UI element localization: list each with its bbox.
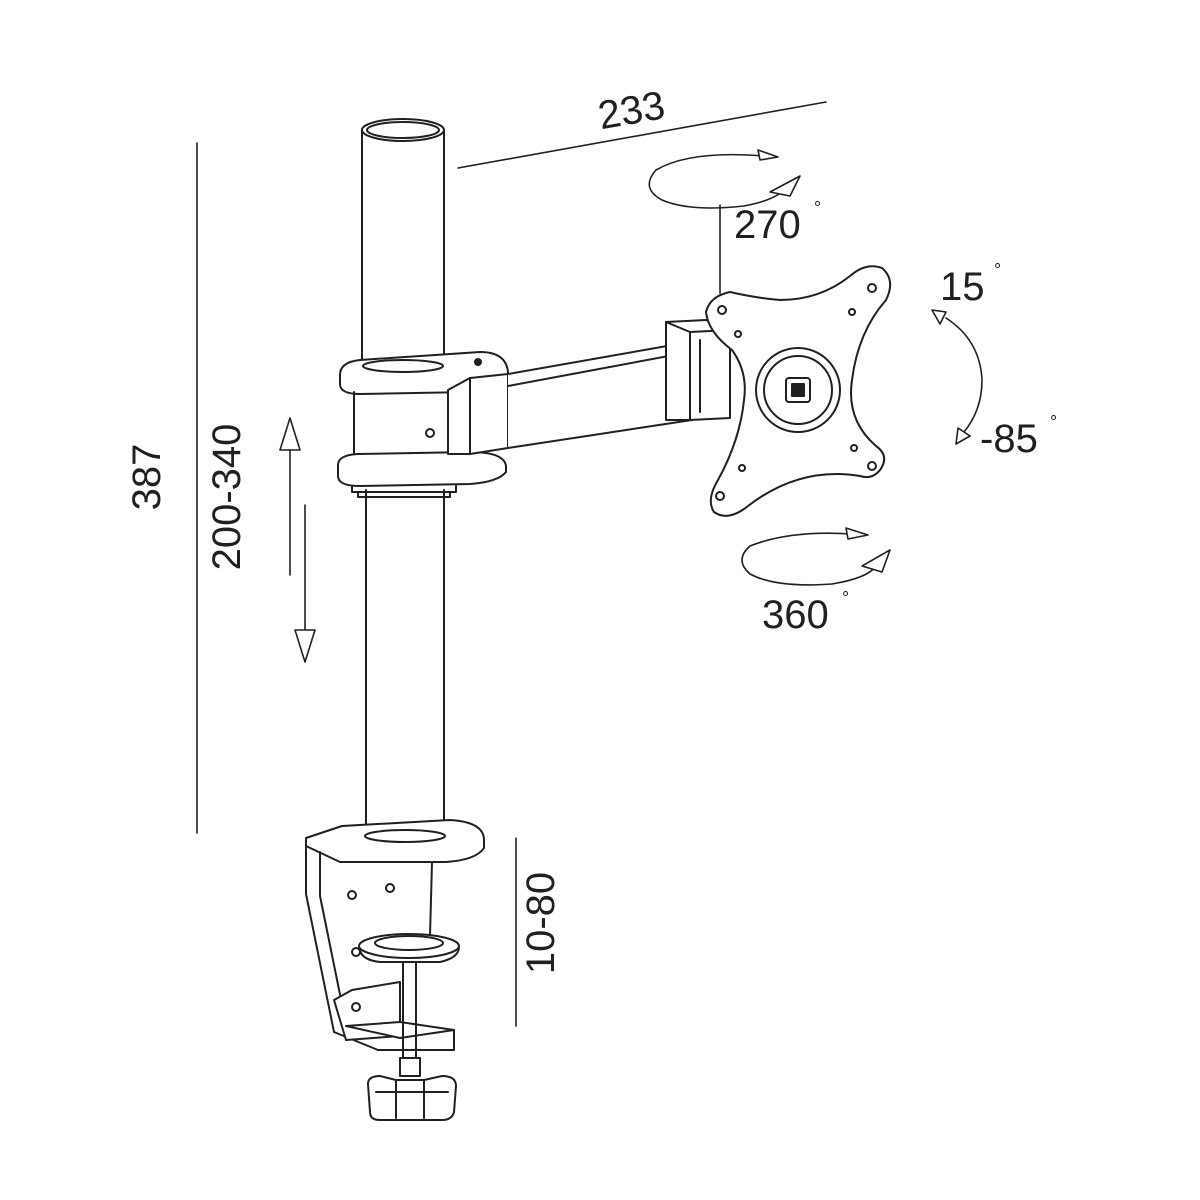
clamp-range-label: 10-80 (519, 872, 563, 974)
height-adjust-arrow (279, 417, 316, 663)
rotate-label: 360 (762, 593, 829, 637)
tilt-arrow (931, 309, 983, 445)
tilt-down-label: -85 (980, 417, 1038, 461)
tilt-down-degree: ° (1050, 412, 1057, 432)
vesa-hub (755, 347, 841, 433)
swivel-label: 270 (734, 203, 801, 247)
tilt-up-label: 15 (940, 265, 985, 309)
swivel-arrow (648, 149, 801, 209)
reach-label: 233 (595, 83, 668, 138)
vesa-plate (705, 265, 892, 517)
rotate-degree: ° (842, 588, 849, 608)
total-height-label: 387 (125, 444, 169, 511)
dimension-lines (196, 101, 827, 1027)
clamp-pad (358, 933, 460, 959)
clamp-knob (367, 1075, 457, 1121)
tilt-up-degree: ° (994, 260, 1001, 280)
vesa-holes (715, 283, 877, 501)
swivel-degree: ° (814, 198, 821, 218)
height-adjust-label: 200-340 (205, 424, 249, 571)
arm (447, 319, 731, 455)
pole-top-cap (361, 118, 445, 142)
rotate-arrow (741, 527, 891, 586)
reach-dimension-line (457, 101, 827, 169)
pole (361, 118, 445, 841)
desk-clamp (305, 819, 485, 1121)
